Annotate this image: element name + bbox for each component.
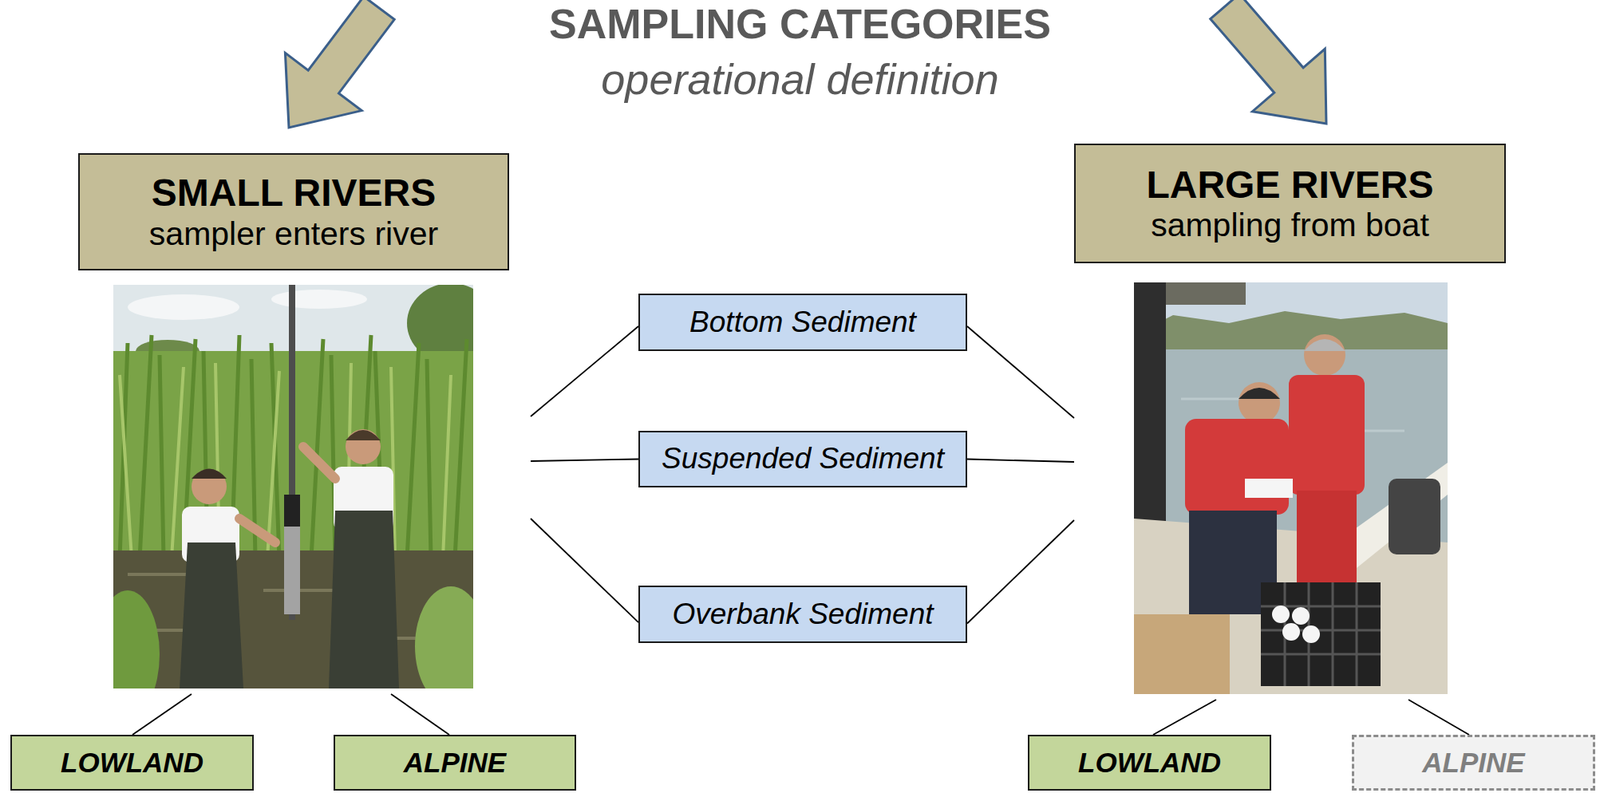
category-header: SMALL RIVERSsampler enters river [78, 153, 510, 271]
box-heading: LARGE RIVERS [1145, 162, 1434, 207]
illustration-shape [1303, 339, 1346, 352]
illustration-shape [284, 494, 301, 527]
sediment-type-box: Suspended Sediment [638, 430, 968, 488]
illustration-shape [191, 469, 227, 505]
diagram-title: SAMPLING CATEGORIES [0, 1, 1600, 48]
illustration-shape [284, 494, 301, 615]
illustration-shape [239, 446, 336, 543]
box-heading: ALPINE [1422, 746, 1525, 779]
category-header: LARGE RIVERSsampling from boat [1074, 143, 1506, 264]
illustration-shape [127, 294, 240, 320]
illustration-shape [530, 518, 639, 623]
illustration-shape [1303, 334, 1346, 376]
connector-line [1153, 699, 1217, 735]
illustration-shape [345, 429, 381, 465]
illustration-shape [1244, 478, 1293, 498]
sediment-type-box: Bottom Sediment [638, 293, 968, 352]
connector-line [967, 520, 1075, 625]
river-category-box: LARGE RIVERSsampling from boat [1074, 143, 1506, 695]
illustration-shape [1282, 623, 1300, 641]
sediment-type-box: Overbank Sediment [638, 585, 968, 644]
illustration-shape [179, 542, 244, 689]
illustration-shape [1260, 582, 1381, 687]
illustration-shape [1388, 478, 1441, 555]
illustration-shape [1272, 605, 1290, 624]
connector-line [967, 326, 1075, 419]
illustration-shape [1133, 614, 1230, 695]
illustration-shape [1288, 375, 1365, 495]
box-heading: ALPINE [403, 746, 506, 779]
block-arrow [1210, 0, 1327, 124]
box-heading: SMALL RIVERS [151, 170, 436, 215]
box-heading: Bottom Sediment [689, 305, 917, 340]
illustration-shape [1153, 699, 1217, 735]
box-heading: LOWLAND [60, 746, 204, 779]
illustration-shape [967, 459, 1075, 463]
illustration-shape [967, 520, 1075, 625]
connector-line [530, 459, 639, 463]
terrain-box: LOWLAND [10, 734, 254, 791]
illustration-shape [191, 469, 227, 480]
connector-line [530, 326, 639, 417]
box-heading: Overbank Sediment [671, 597, 933, 633]
connector-line [391, 694, 450, 735]
illustration-shape [1302, 625, 1320, 644]
illustration-shape [113, 590, 160, 689]
small-river-photo [113, 284, 474, 689]
connector-line [967, 459, 1075, 463]
subtitle-label: operational definition [0, 55, 1600, 103]
illustration-shape [1291, 607, 1310, 625]
illustration-shape [1133, 282, 1448, 695]
illustration-shape [530, 459, 639, 463]
illustration-shape [391, 694, 450, 735]
illustration-shape [1238, 382, 1280, 424]
illustration-shape [271, 289, 368, 309]
terrain-box: LOWLAND [1027, 734, 1272, 791]
illustration-shape [1238, 387, 1280, 400]
large-river-photo [1133, 282, 1448, 695]
box-subheading: sampling from boat [1150, 206, 1430, 245]
terrain-box: ALPINE [333, 734, 577, 791]
box-subheading: sampler enters river [149, 215, 439, 253]
illustration-shape [1133, 311, 1448, 352]
box-heading: LOWLAND [1078, 746, 1221, 779]
terrain-box-disabled: ALPINE [1351, 734, 1596, 791]
illustration-shape [530, 326, 639, 417]
illustration-shape [414, 586, 474, 689]
block-arrow [284, 0, 395, 128]
illustration-shape [1260, 582, 1381, 687]
illustration-shape [967, 326, 1075, 419]
illustration-shape [345, 430, 381, 441]
illustration-shape [1408, 699, 1470, 735]
illustration-shape [1185, 418, 1289, 515]
illustration-shape [328, 510, 400, 689]
box-heading: Suspended Sediment [661, 442, 945, 477]
connector-line [1408, 699, 1470, 735]
connector-line [530, 518, 639, 623]
illustration-shape [132, 694, 192, 735]
connector-line [132, 694, 192, 735]
river-category-box: SMALL RIVERSsampler enters river [78, 153, 510, 689]
